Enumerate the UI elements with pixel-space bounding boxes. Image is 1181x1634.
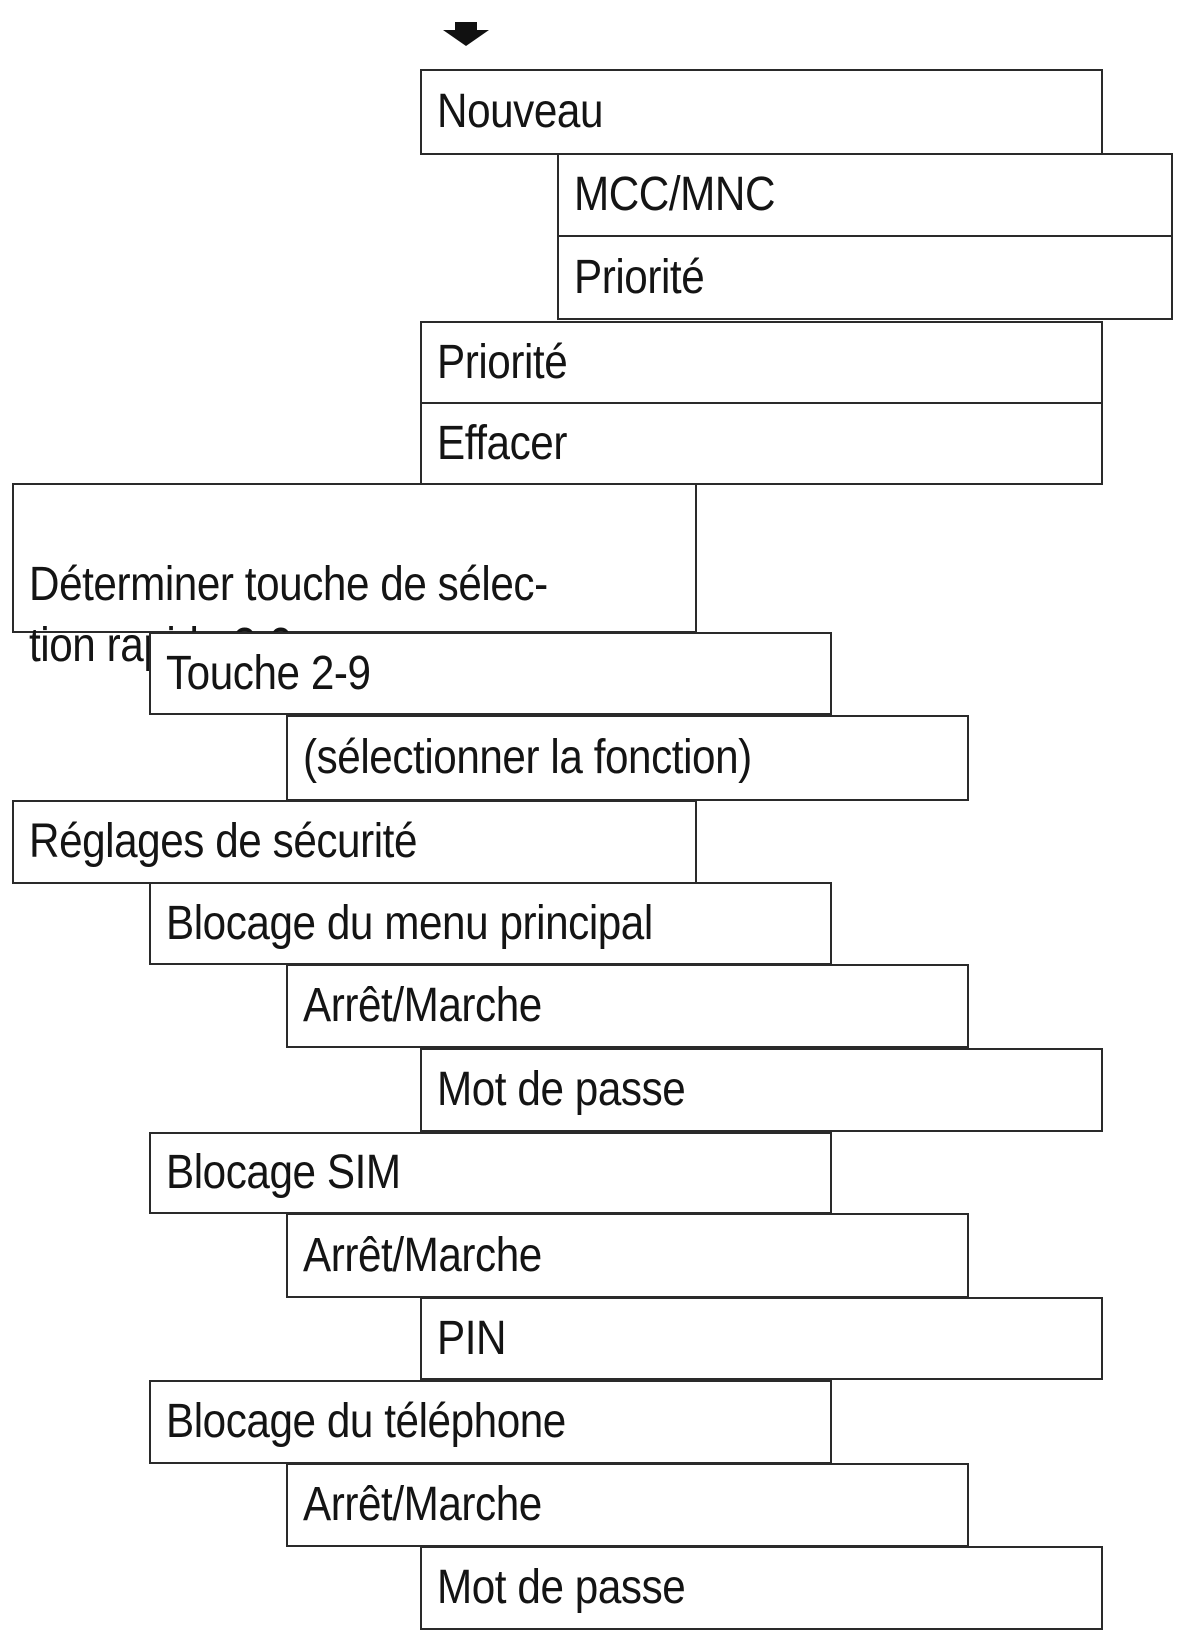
menu-item-label: Arrêt/Marche <box>303 1229 542 1282</box>
menu-item-touche-selection-rapide: Déterminer touche de sélec- tion rapide … <box>12 483 697 672</box>
menu-item-label: Blocage du téléphone <box>166 1395 566 1448</box>
menu-item-blocage-sim: Blocage SIM <box>149 1132 832 1214</box>
menu-item-label: MCC/MNC <box>574 168 776 221</box>
menu-item-effacer: Effacer <box>420 402 1103 485</box>
menu-item-label: Blocage du menu principal <box>166 897 653 950</box>
menu-item-label: Priorité <box>574 251 705 304</box>
menu-item-label: Touche 2-9 <box>166 647 371 700</box>
menu-item-label: Mot de passe <box>437 1561 686 1614</box>
menu-item-label: Priorité <box>437 336 568 389</box>
menu-item-mcc-mnc: MCC/MNC <box>557 153 1173 237</box>
menu-item-label: Réglages de sécurité <box>29 815 418 868</box>
menu-item-label: Mot de passe <box>437 1063 686 1116</box>
menu-item-blocage-telephone: Blocage du téléphone <box>149 1380 832 1464</box>
menu-item-label: Arrêt/Marche <box>303 1478 542 1531</box>
menu-item-label: PIN <box>437 1312 507 1365</box>
menu-item-label: Arrêt/Marche <box>303 979 542 1032</box>
menu-item-pin: PIN <box>420 1297 1103 1380</box>
menu-item-selectionner-fonction: (sélectionner la fonction) <box>286 715 969 801</box>
menu-item-blocage-menu-principal: Blocage du menu principal <box>149 882 832 965</box>
menu-item-label: Nouveau <box>437 85 604 138</box>
menu-item-mot-de-passe-telephone: Mot de passe <box>420 1546 1103 1630</box>
menu-item-label: (sélectionner la fonction) <box>303 731 752 784</box>
menu-item-arret-marche-menu: Arrêt/Marche <box>286 964 969 1048</box>
menu-item-arret-marche-sim: Arrêt/Marche <box>286 1213 969 1298</box>
down-arrow-icon <box>443 22 489 46</box>
menu-item-priorite: Priorité <box>420 321 1103 404</box>
menu-item-priorite-sub: Priorité <box>557 235 1173 320</box>
menu-item-label: Effacer <box>437 417 567 470</box>
menu-item-arret-marche-telephone: Arrêt/Marche <box>286 1463 969 1547</box>
menu-item-label: Blocage SIM <box>166 1146 401 1199</box>
menu-item-mot-de-passe-menu: Mot de passe <box>420 1048 1103 1132</box>
menu-item-reglages-securite: Réglages de sécurité <box>12 800 697 884</box>
menu-item-touche-2-9: Touche 2-9 <box>149 632 832 715</box>
menu-item-nouveau: Nouveau <box>420 69 1103 155</box>
